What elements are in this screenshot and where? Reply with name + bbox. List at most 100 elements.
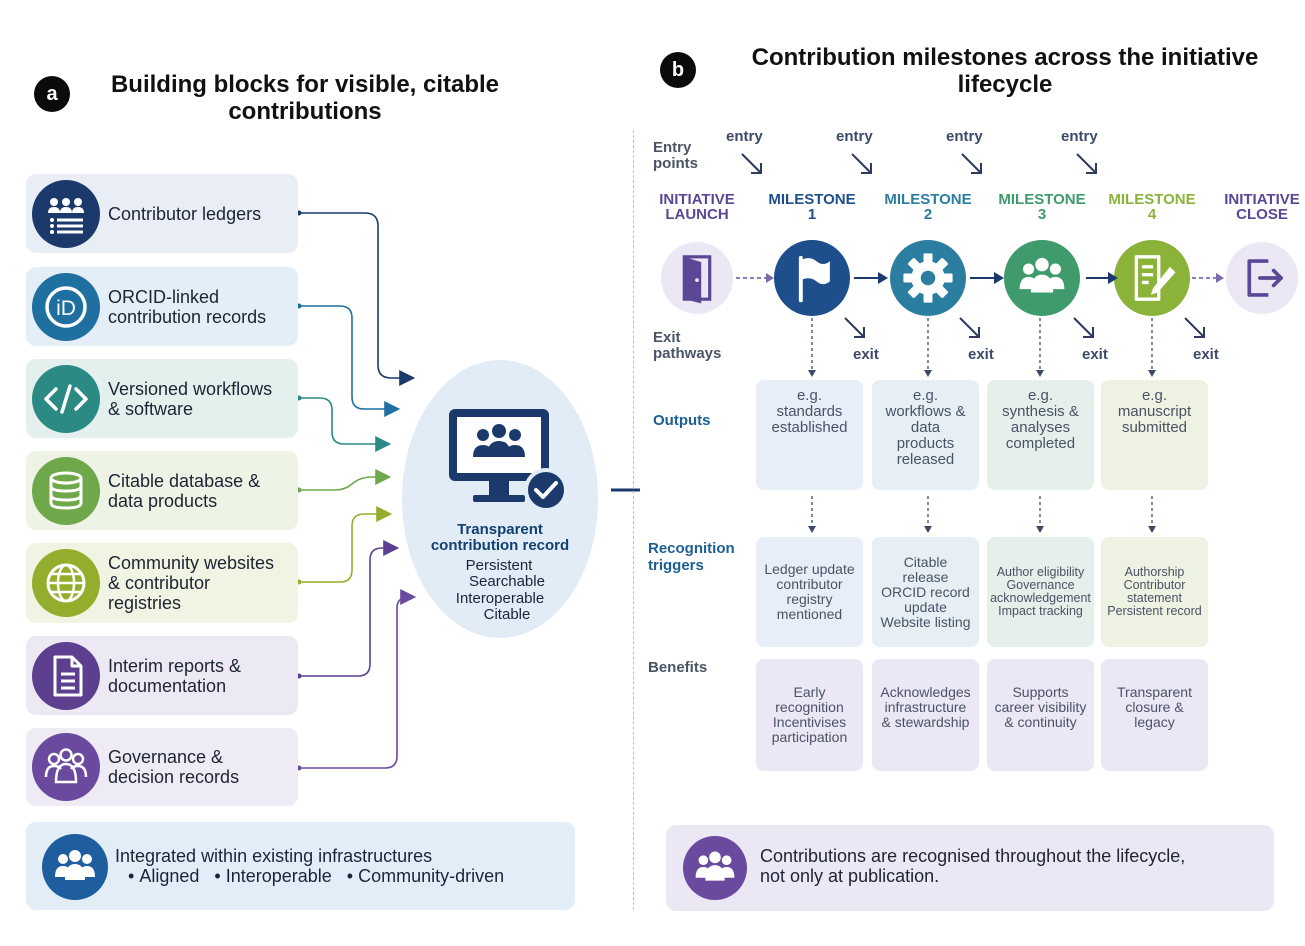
- hub-item-citable: Citable: [483, 606, 531, 623]
- svg-text:iD: iD: [56, 297, 76, 320]
- stage-label: MILESTONE 4: [1108, 191, 1196, 223]
- building-block-label: Citable database & data products: [108, 470, 261, 511]
- entry-arrow-icon: [961, 153, 982, 174]
- hub-item-interoperable: Interoperable: [455, 590, 545, 607]
- panel-a-letter: a: [34, 76, 70, 112]
- stage-label: INITIATIVE CLOSE: [1224, 191, 1300, 223]
- benefit-card-text: Supports career visibility & continuity: [994, 684, 1087, 730]
- exit-arrow-icon: [959, 317, 980, 338]
- entry-label: entry: [726, 128, 763, 145]
- output-card: e.g. manuscript submitted: [1101, 380, 1208, 490]
- group-icon: [42, 834, 108, 900]
- exit-label: exit: [968, 346, 994, 363]
- edit-document-icon: [1114, 240, 1190, 316]
- building-block-label: Contributor ledgers: [108, 203, 262, 224]
- panel-b-footer: [666, 825, 1274, 911]
- recognition-card: Authorship Contributor statement Persist…: [1101, 537, 1208, 647]
- hub-item-searchable: Searchable: [469, 573, 545, 590]
- ledger-icon: [32, 179, 100, 248]
- output-card-text: e.g. manuscript submitted: [1117, 387, 1192, 436]
- building-block: Versioned workflows & software: [26, 359, 298, 438]
- building-block-label: Versioned workflows & software: [108, 378, 273, 419]
- stage-label: INITIATIVE LAUNCH: [659, 191, 735, 223]
- panel-divider: [633, 130, 634, 910]
- benefit-card: Transparent closure & legacy: [1101, 659, 1208, 771]
- recognition-card: Citable release ORCID record update Webs…: [872, 537, 979, 647]
- building-block: Governance & decision records: [26, 728, 298, 806]
- exit-door-icon: [1226, 242, 1298, 314]
- building-block-label: Community websites & contributor registr…: [108, 553, 275, 613]
- benefit-card: Early recognition Incentivises participa…: [756, 659, 863, 771]
- building-block: Interim reports & documentation: [26, 636, 298, 715]
- governance-group-icon: [32, 733, 100, 801]
- entry-label: entry: [1061, 128, 1098, 145]
- globe-icon: [32, 549, 100, 617]
- exit-arrow-icon: [1184, 317, 1205, 338]
- benefit-card: Acknowledges infrastructure & stewardshi…: [872, 659, 979, 771]
- bullet-interoperable: Interoperable: [225, 866, 332, 886]
- output-card-text: e.g. synthesis & analyses completed: [1002, 387, 1079, 452]
- bullet-aligned: Aligned: [139, 866, 200, 886]
- benefit-card-text: Transparent closure & legacy: [1117, 684, 1192, 730]
- benefit-card: Supports career visibility & continuity: [987, 659, 1094, 771]
- output-card: e.g. workflows & data products released: [872, 380, 979, 490]
- recognition-card-text: Authorship Contributor statement Persist…: [1107, 565, 1202, 618]
- hub-item-persistent: Persistent: [465, 557, 533, 574]
- recognition-card-text: Ledger update contributor registry menti…: [764, 561, 855, 622]
- gear-icon: [890, 240, 966, 316]
- entry-arrow-icon: [1076, 153, 1097, 174]
- output-card-text: e.g. standards established: [771, 387, 848, 436]
- database-icon: [32, 456, 100, 525]
- panel-b-title: Contribution milestones across the initi…: [751, 44, 1259, 98]
- building-block: Contributor ledgers: [26, 174, 298, 253]
- panel-b-letter: b: [660, 52, 696, 88]
- flag-icon: [774, 240, 850, 316]
- benefit-card-text: Early recognition Incentivises participa…: [771, 684, 848, 745]
- building-block-label: ORCID-linked contribution records: [108, 286, 267, 327]
- output-card: e.g. standards established: [756, 380, 863, 490]
- entry-label: entry: [946, 128, 983, 145]
- exit-label: exit: [1193, 346, 1219, 363]
- building-block-label: Interim reports & documentation: [108, 655, 242, 696]
- row-label-recognition: Recognition triggers: [648, 540, 735, 574]
- exit-label: exit: [853, 346, 879, 363]
- benefit-card-text: Acknowledges infrastructure & stewardshi…: [880, 684, 971, 730]
- entry-arrow-icon: [851, 153, 872, 174]
- hub-title: Transparent contribution record: [430, 521, 570, 554]
- row-label-outputs: Outputs: [653, 412, 711, 429]
- group-icon: [683, 836, 747, 900]
- building-block: Citable database & data products: [26, 451, 298, 530]
- footer-b-text: Contributions are recognised throughout …: [760, 846, 1186, 886]
- output-card-text: e.g. workflows & data products released: [885, 387, 966, 468]
- exit-arrow-icon: [1073, 317, 1094, 338]
- output-card: e.g. synthesis & analyses completed: [987, 380, 1094, 490]
- stage-label: MILESTONE 3: [998, 191, 1086, 223]
- entry-label: entry: [836, 128, 873, 145]
- door-enter-icon: [661, 242, 733, 314]
- recognition-card: Author eligibility Governance acknowledg…: [987, 537, 1094, 647]
- bullet-community-driven: Community-driven: [358, 866, 505, 886]
- stage-label: MILESTONE 1: [768, 191, 856, 223]
- recognition-card-text: Citable release ORCID record update Webs…: [880, 553, 971, 630]
- building-block: iD ORCID-linked contribution records: [26, 267, 298, 346]
- entry-points-label: Entry points: [653, 139, 698, 172]
- document-icon: [32, 641, 100, 710]
- recognition-card: Ledger update contributor registry menti…: [756, 537, 863, 647]
- exit-arrow-icon: [844, 317, 865, 338]
- exit-label: exit: [1082, 346, 1108, 363]
- row-label-benefits: Benefits: [648, 659, 708, 676]
- footer-a-line1: Integrated within existing infrastructur…: [115, 846, 433, 866]
- entry-arrow-icon: [741, 153, 762, 174]
- building-block: Community websites & contributor registr…: [26, 543, 298, 623]
- code-icon: [32, 364, 100, 433]
- group-icon: [1004, 240, 1080, 316]
- orcid-id-icon: iD: [32, 272, 100, 341]
- lifecycle-flow-arrows: [736, 272, 1224, 533]
- panel-a-title: Building blocks for visible, citable con…: [110, 71, 500, 125]
- stage-label: MILESTONE 2: [884, 191, 972, 223]
- footer-a-bullets: • Aligned • Interoperable • Community-dr…: [128, 866, 505, 886]
- building-block-label: Governance & decision records: [108, 747, 240, 787]
- exit-pathways-label: Exit pathways: [653, 329, 722, 362]
- recognition-card-text: Author eligibility Governance acknowledg…: [990, 565, 1091, 618]
- monitor-group-check-icon: [449, 409, 568, 512]
